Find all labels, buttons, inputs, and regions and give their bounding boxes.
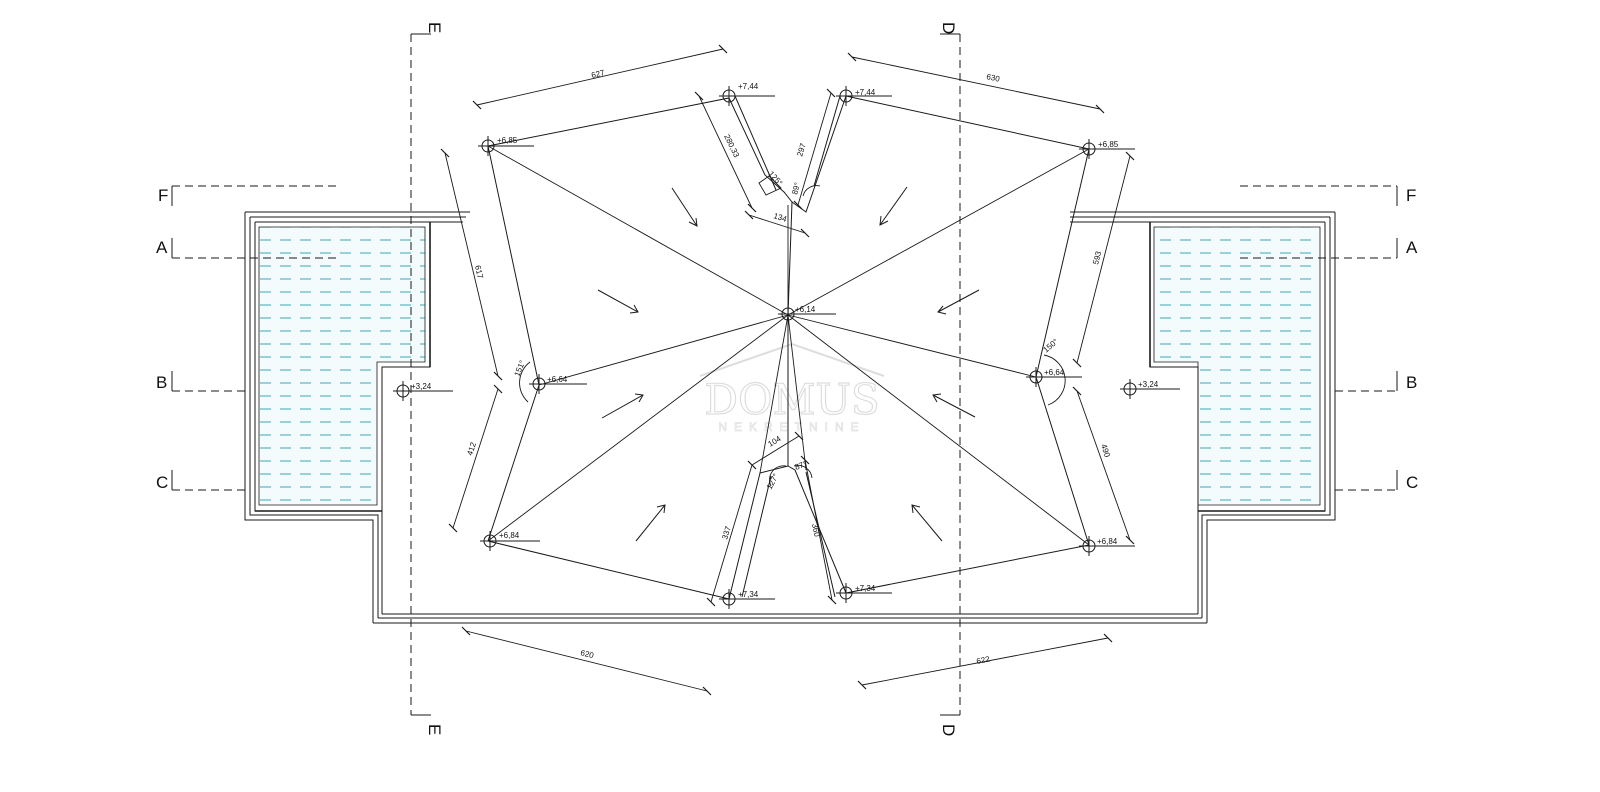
terrace-water-right	[1154, 227, 1320, 505]
arrow-icon	[932, 393, 976, 418]
angle-bottom-notch-left: 127°	[765, 472, 781, 491]
elevation-markers	[393, 86, 1180, 609]
section-label-b-right: B	[1406, 373, 1417, 392]
elevation-target-icon	[393, 381, 453, 401]
elevation-target-icon	[1079, 536, 1135, 556]
elevation-target-icon	[480, 531, 540, 551]
elev-bottom-left-corner: +6,84	[499, 531, 520, 540]
elevation-target-icon	[836, 86, 892, 106]
arrow-icon	[635, 504, 666, 542]
section-label-d-bottom: D	[939, 724, 958, 736]
walls-left	[244, 211, 431, 623]
elev-top-right-corner: +6,85	[1098, 140, 1119, 149]
watermark: DOMUS NEKRETNINE	[699, 342, 885, 434]
elev-terrace-left: +3,24	[411, 382, 432, 391]
elevation-target-icon	[719, 86, 775, 106]
section-label-c-right: C	[1406, 473, 1418, 492]
elevation-target-icon	[529, 374, 587, 394]
elevation-target-icon	[478, 136, 534, 156]
elev-bottom-right-corner: +6,84	[1097, 537, 1118, 546]
section-label-a-left: A	[156, 238, 168, 257]
roof-outline	[487, 95, 1090, 600]
elev-bottom-left-inner: +7,34	[738, 590, 759, 599]
terrace-water-left	[259, 227, 425, 505]
elevation-target-icon	[1120, 379, 1180, 399]
angle-top-notch-right: 89°	[790, 181, 802, 195]
angle-left-valley: 151°	[513, 359, 528, 378]
section-label-a-right: A	[1406, 238, 1418, 257]
arrow-icon	[671, 187, 698, 227]
elevation-target-icon	[1026, 367, 1082, 387]
arrow-icon	[937, 289, 980, 315]
section-label-e-bottom: E	[425, 724, 444, 735]
arrow-icon	[601, 393, 644, 419]
hip-lines	[487, 145, 1090, 546]
dim-bottom-left: 620	[580, 648, 596, 660]
elev-terrace-right: +3,24	[1138, 380, 1159, 389]
walls-bottom	[373, 211, 1207, 624]
elev-peak: +6,14	[795, 305, 816, 314]
dimension-lines	[444, 48, 1131, 692]
dim-notch-bottom-width: 104	[766, 434, 783, 449]
section-brackets	[171, 33, 1398, 716]
elev-top-right-inner: +7,44	[855, 88, 876, 97]
section-label-b-left: B	[156, 373, 167, 392]
elev-right-valley: +6,64	[1044, 368, 1065, 377]
dim-left-upper: 617	[473, 264, 485, 280]
section-label-e-top: E	[425, 22, 444, 33]
elev-top-left-corner: +6,85	[497, 136, 518, 145]
dim-notch-bottom-right: 360	[810, 523, 821, 538]
dim-notch-top-right: 297	[795, 142, 808, 158]
dim-notch-top-left: 280,33	[722, 133, 741, 159]
slope-arrows	[597, 186, 980, 542]
dim-right-lower: 490	[1099, 443, 1112, 459]
dim-right-upper: 593	[1091, 250, 1103, 266]
dim-top-right: 630	[986, 72, 1001, 84]
elevation-target-icon	[719, 589, 775, 609]
watermark-name: DOMUS	[704, 375, 879, 424]
dimension-ticks	[440, 44, 1135, 696]
dim-notch-bottom-left: 337	[720, 525, 733, 541]
elevation-target-icon	[1079, 139, 1135, 159]
dim-top-left: 627	[590, 68, 606, 80]
section-label-d-top: D	[939, 22, 958, 34]
angle-arcs	[519, 175, 1066, 487]
section-label-c-left: C	[156, 473, 168, 492]
watermark-tagline: NEKRETNINE	[718, 420, 865, 434]
elevation-target-icon	[778, 304, 836, 324]
dim-bottom-right: 622	[976, 654, 991, 665]
elev-bottom-right-inner: +7,34	[855, 584, 876, 593]
arrow-icon	[879, 186, 908, 226]
section-lines	[172, 34, 1397, 715]
elev-left-valley: +6,64	[547, 375, 568, 384]
elevation-target-icon	[836, 583, 892, 603]
walls-right	[1070, 211, 1336, 623]
section-label-f-left: F	[158, 186, 168, 205]
dim-notch-top-width: 134	[772, 211, 788, 224]
arrow-icon	[597, 289, 639, 314]
elev-top-left-inner: +7,44	[738, 82, 759, 91]
arrow-icon	[911, 504, 943, 542]
angle-bottom-notch-right: 87°	[794, 459, 808, 472]
dim-left-lower: 412	[465, 441, 478, 457]
section-label-f-right: F	[1406, 186, 1416, 205]
